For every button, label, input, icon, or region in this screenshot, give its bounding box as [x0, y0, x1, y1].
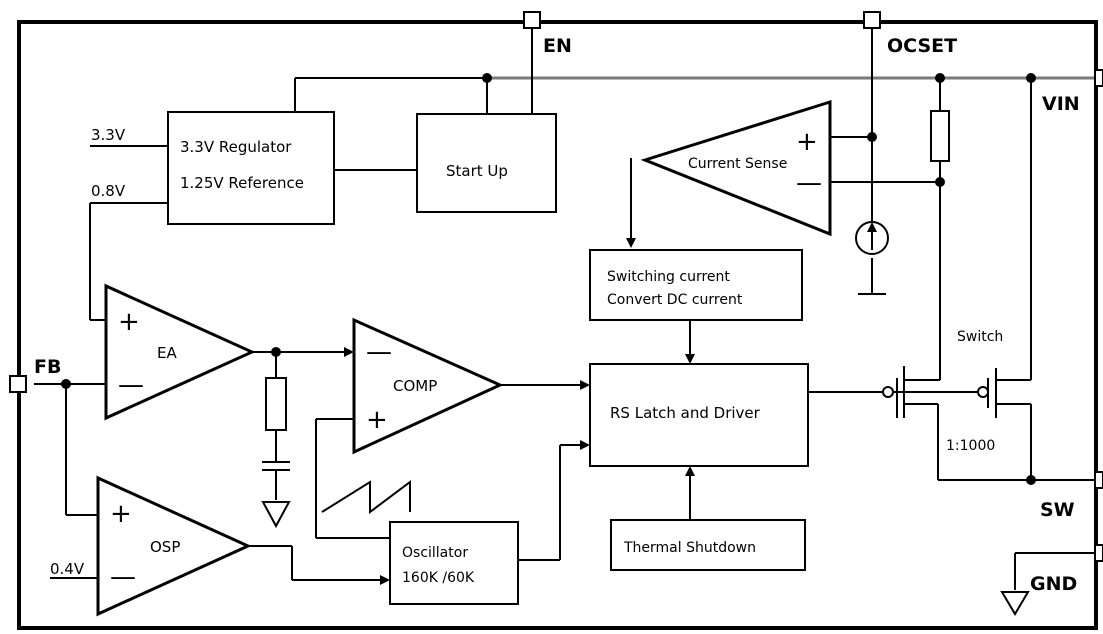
pin-fb-label: FB [34, 356, 61, 378]
oscillator-line2: 160K /60K [402, 570, 475, 586]
input-0v8-label: 0.8V [91, 182, 126, 200]
pin-sw: SW [1040, 471, 1103, 521]
pin-vin: VIN [1042, 69, 1103, 115]
comp-minus: — [366, 337, 392, 367]
pin-fb: FB [9, 356, 61, 393]
switch-label: Switch [957, 329, 1003, 345]
current-sense-plus: + [796, 127, 818, 157]
osp-minus: — [110, 562, 136, 592]
pin-vin-label: VIN [1042, 93, 1080, 115]
pin-ocset-label: OCSET [887, 35, 957, 57]
current-sense-minus: — [796, 168, 822, 198]
comp-plus: + [366, 405, 388, 435]
switching-current-block: Switching current Convert DC current [589, 249, 803, 321]
current-sense-amp: Current Sense + — [640, 99, 832, 237]
input-0v4-label: 0.4V [50, 560, 85, 578]
output-stage [882, 366, 1098, 616]
oscillator-block: Oscillator 160K /60K [389, 521, 519, 605]
pin-en: EN [523, 11, 572, 57]
thermal-block: Thermal Shutdown [610, 519, 806, 571]
switching-line2: Convert DC current [607, 292, 743, 308]
osp-label: OSP [150, 538, 180, 556]
comp-label: COMP [393, 377, 437, 395]
startup-label: Start Up [446, 162, 508, 180]
middle-wiring [248, 158, 884, 585]
pin-gnd-label: GND [1030, 573, 1077, 595]
current-sense-label: Current Sense [688, 156, 787, 172]
pin-gnd: GND [1030, 544, 1103, 595]
switching-line1: Switching current [607, 269, 730, 285]
startup-block: Start Up [416, 113, 557, 213]
input-3v3-label: 3.3V [91, 126, 126, 144]
ratio-label: 1:1000 [946, 438, 995, 454]
ea-amp: EA + — [104, 283, 256, 421]
pin-sw-label: SW [1040, 499, 1075, 521]
regulator-block: 3.3V Regulator 1.25V Reference [167, 111, 335, 225]
ea-plus: + [118, 307, 140, 337]
thermal-label: Thermal Shutdown [623, 540, 756, 556]
rs-latch-label: RS Latch and Driver [610, 404, 761, 422]
top-wiring [294, 28, 1032, 381]
junction-dots [61, 73, 1036, 485]
pin-ocset: OCSET [863, 11, 957, 57]
osp-plus: + [110, 499, 132, 529]
current-source [855, 221, 889, 255]
ea-minus: — [118, 370, 144, 400]
osp-amp: OSP + — [96, 475, 252, 617]
comp-amp: COMP — + [352, 317, 504, 455]
pin-en-label: EN [543, 35, 572, 57]
regulator-line2: 1.25V Reference [180, 174, 304, 192]
sense-resistor [930, 110, 950, 162]
rs-latch-block: RS Latch and Driver [589, 363, 809, 467]
ea-label: EA [157, 344, 177, 362]
regulator-line1: 3.3V Regulator [180, 138, 292, 156]
chip-outline [17, 20, 1098, 630]
oscillator-line1: Oscillator [402, 545, 468, 561]
